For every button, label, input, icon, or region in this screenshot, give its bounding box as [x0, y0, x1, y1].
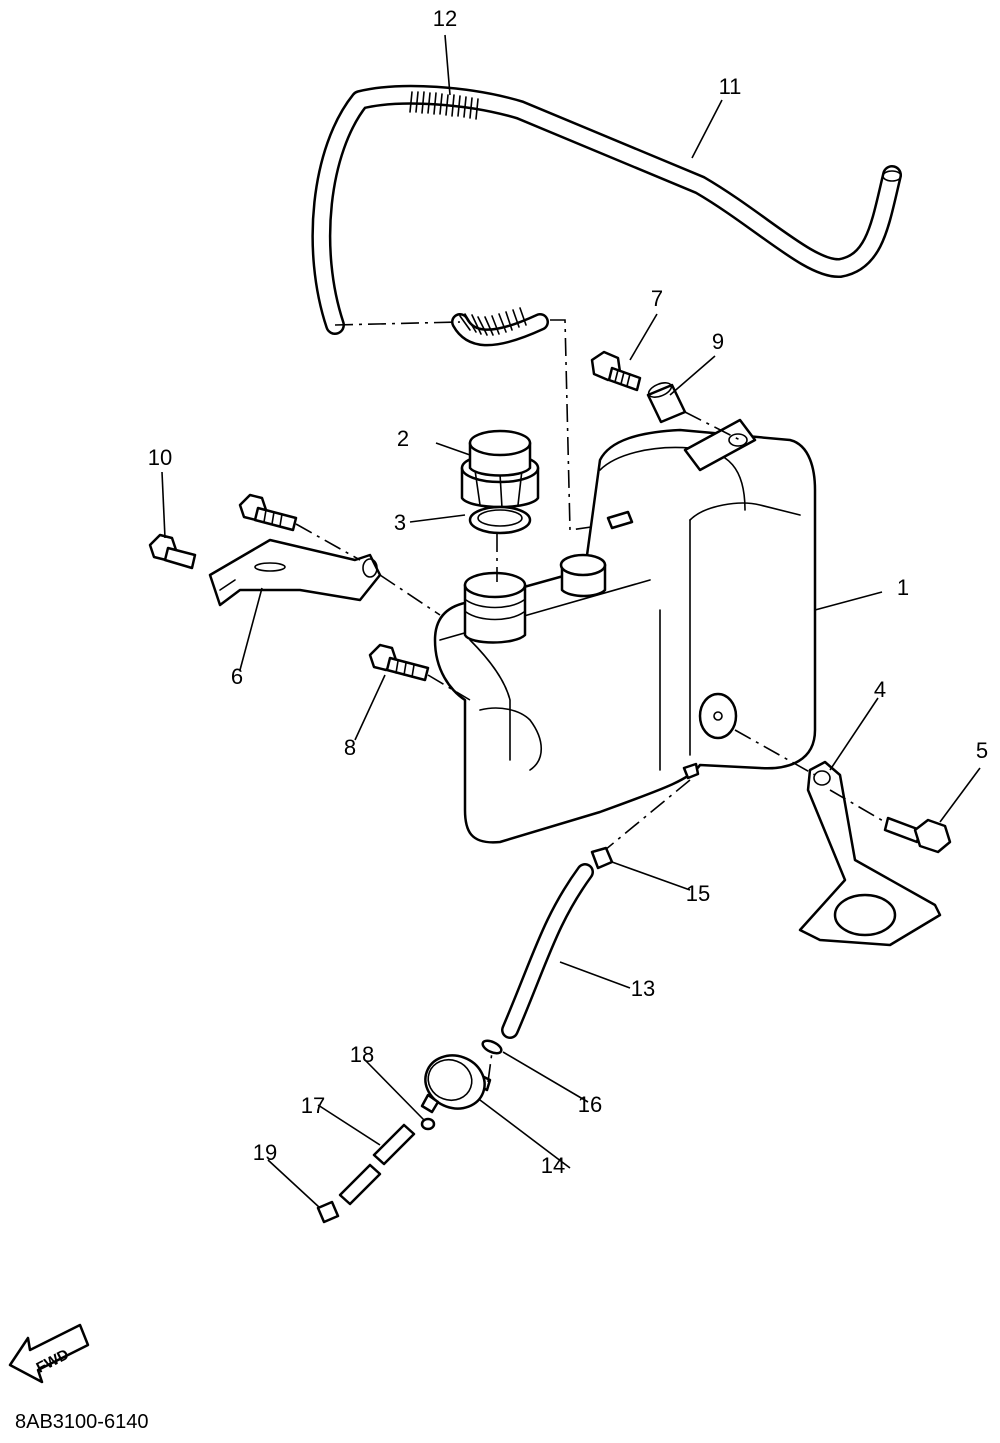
callout-16: 16 [578, 1092, 602, 1117]
clip-18 [420, 1117, 436, 1131]
callout-17: 17 [301, 1093, 325, 1118]
callout-18: 18 [350, 1042, 374, 1067]
bracket-6 [208, 538, 382, 607]
callout-6: 6 [231, 664, 243, 689]
bolt-7 [590, 350, 642, 392]
callout-14: 14 [541, 1153, 565, 1178]
leader-lines [161, 34, 981, 1209]
callout-15: 15 [686, 881, 710, 906]
drain-hose [501, 863, 594, 1039]
hose-clamp-15 [590, 846, 614, 870]
callout-5: 5 [976, 738, 988, 763]
callout-10: 10 [148, 445, 172, 470]
bolt-10 [148, 533, 197, 570]
coolant-reservoir-tank [433, 418, 817, 844]
overflow-hose-lower-end [451, 307, 549, 347]
clamp-19 [316, 1200, 340, 1224]
callout-4: 4 [874, 677, 886, 702]
bolt-5 [883, 816, 952, 854]
callout-1: 1 [897, 575, 909, 600]
hose-17 [338, 1123, 416, 1206]
callout-11: 11 [719, 74, 742, 99]
callout-9: 9 [712, 329, 724, 354]
diagram-code: 8AB3100-6140 [15, 1411, 148, 1433]
callout-13: 13 [631, 976, 655, 1001]
tank-cap [460, 429, 540, 509]
callout-8: 8 [344, 735, 356, 760]
bracket-4 [798, 760, 942, 947]
bolt-upper-left [238, 493, 298, 532]
callout-labels: 1 2 3 4 5 6 7 8 9 10 11 12 13 14 15 16 1… [148, 6, 988, 1178]
callout-2: 2 [397, 426, 409, 451]
cap-gasket [468, 505, 532, 535]
callout-19: 19 [253, 1140, 277, 1165]
callout-7: 7 [651, 286, 663, 311]
clip-16 [481, 1039, 503, 1055]
callout-12: 12 [433, 6, 457, 31]
overflow-hose [311, 84, 902, 335]
fwd-arrow-icon: FWD [8, 1323, 90, 1384]
bolt-8 [368, 643, 430, 682]
callout-3: 3 [394, 510, 406, 535]
valve-14 [420, 1054, 492, 1114]
